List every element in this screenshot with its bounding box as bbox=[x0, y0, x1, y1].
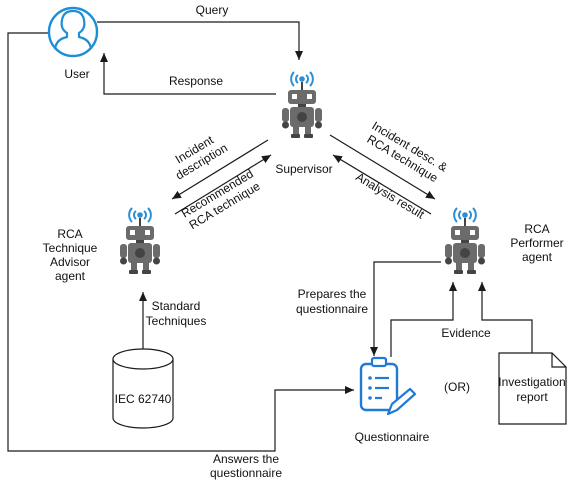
evidence-arrow-from-report bbox=[478, 282, 533, 353]
svg-text:Techniques: Techniques bbox=[146, 314, 207, 328]
investigation-report-icon bbox=[498, 352, 567, 425]
recommended-technique-arrow bbox=[174, 154, 272, 215]
answers-questionnaire-arrow bbox=[7, 32, 354, 452]
svg-text:Standard: Standard bbox=[152, 299, 201, 313]
questionnaire-label: Questionnaire bbox=[355, 430, 430, 444]
svg-text:Performer: Performer bbox=[510, 236, 563, 250]
svg-text:Advisor: Advisor bbox=[50, 255, 90, 269]
or-label: (OR) bbox=[444, 380, 470, 394]
supervisor-label: Supervisor bbox=[275, 162, 332, 176]
answers-questionnaire-label: Answers the questionnaire bbox=[210, 452, 282, 480]
analysis-result-arrow bbox=[332, 154, 432, 215]
incident-desc-rca-arrow bbox=[329, 134, 436, 200]
analysis-result-label: Analysis result bbox=[353, 170, 427, 222]
svg-text:RCA: RCA bbox=[57, 227, 82, 241]
svg-text:Answers the: Answers the bbox=[213, 452, 279, 466]
user-icon bbox=[47, 6, 99, 58]
evidence-label: Evidence bbox=[441, 326, 491, 340]
svg-text:agent: agent bbox=[55, 269, 86, 283]
svg-text:questionnaire: questionnaire bbox=[296, 302, 368, 316]
standard-techniques-label: Standard Techniques bbox=[146, 299, 207, 328]
svg-text:agent: agent bbox=[522, 250, 553, 264]
query-label: Query bbox=[196, 3, 229, 17]
questionnaire-icon bbox=[359, 356, 417, 416]
svg-text:questionnaire: questionnaire bbox=[210, 466, 282, 480]
query-arrow bbox=[97, 21, 303, 60]
advisor-robot-icon bbox=[119, 207, 161, 275]
incident-description-arrow bbox=[171, 139, 269, 200]
investigation-report-label: Investigation report bbox=[498, 375, 565, 404]
iec-database-icon bbox=[112, 348, 174, 429]
svg-text:Prepares the: Prepares the bbox=[298, 287, 367, 301]
iec-label: IEC 62740 bbox=[115, 392, 172, 406]
svg-text:report: report bbox=[516, 390, 548, 404]
recommended-technique-label: Recommended RCA technique bbox=[179, 167, 263, 233]
advisor-label: RCA Technique Advisor agent bbox=[43, 227, 98, 283]
svg-text:RCA: RCA bbox=[524, 222, 549, 236]
incident-desc-rca-label: Incident desc. & RCA technique bbox=[365, 119, 450, 186]
evidence-arrow-from-questionnaire bbox=[390, 282, 457, 357]
incident-description-label: Incident description bbox=[173, 132, 230, 182]
user-label: User bbox=[64, 67, 89, 81]
performer-robot-icon bbox=[444, 207, 486, 275]
supervisor-robot-icon bbox=[281, 71, 323, 139]
prepares-questionnaire-arrow bbox=[370, 261, 441, 356]
response-label: Response bbox=[169, 74, 223, 88]
prepares-questionnaire-label: Prepares the questionnaire bbox=[296, 287, 368, 316]
performer-label: RCA Performer agent bbox=[510, 222, 563, 264]
svg-text:Technique: Technique bbox=[43, 241, 98, 255]
response-arrow bbox=[100, 53, 276, 95]
svg-text:Investigation: Investigation bbox=[498, 375, 565, 389]
